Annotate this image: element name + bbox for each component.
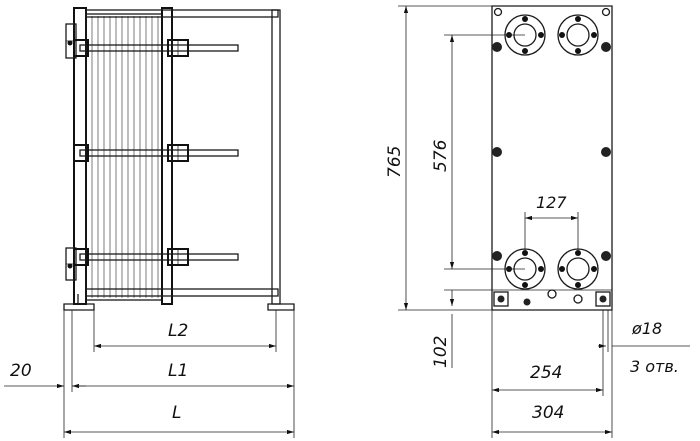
- hole-count-label: 3 отв.: [630, 357, 679, 376]
- dim-l: L: [64, 403, 294, 435]
- dim-20: 20: [4, 361, 86, 389]
- dim-20-label: 20: [10, 361, 32, 381]
- tie-bolt-mid-right: [601, 147, 611, 157]
- plate-pack: [85, 13, 163, 301]
- tie-bolt-top-right: [601, 42, 611, 52]
- tie-bolt-bottom-right: [601, 251, 611, 261]
- tie-bolt-top-left: [492, 42, 502, 52]
- port-flange-top-right: [557, 14, 599, 56]
- dim-l2: L2: [94, 321, 276, 349]
- top-carrying-bar: [85, 9, 279, 18]
- base-foot-right: [267, 303, 295, 311]
- dim-127-label: 127: [536, 193, 567, 212]
- dim-102: 102: [431, 289, 492, 368]
- dim-765-label: 765: [385, 146, 405, 178]
- tie-bolt-bottom-left: [492, 251, 502, 261]
- support-column: [271, 9, 281, 305]
- dim-254-label: 254: [530, 363, 562, 383]
- dim-l1-label: L1: [168, 361, 188, 381]
- dim-304: 304: [492, 403, 612, 435]
- dim-576: 576: [431, 35, 455, 269]
- dim-254: 254: [492, 363, 603, 393]
- dim-l2-label: L2: [168, 321, 188, 341]
- foot-mounting-holes: [493, 289, 611, 307]
- tie-bolt-mid-left: [492, 147, 502, 157]
- side-view: L2 L1 20 L: [4, 7, 295, 438]
- dim-127: 127: [525, 193, 578, 221]
- hole-callout: ø18 3 отв.: [598, 319, 690, 376]
- tie-rod-top: [73, 39, 239, 57]
- front-view: 765 576 127 102 254 304: [385, 5, 690, 438]
- dim-765: 765: [385, 5, 409, 310]
- dim-102-label: 102: [431, 336, 451, 368]
- frame-plate-outline: [491, 5, 613, 311]
- tie-rod-middle: [73, 144, 239, 162]
- tie-rod-bottom: [73, 248, 239, 266]
- port-flange-bottom-right: [557, 248, 599, 290]
- bottom-guide-bar: [85, 288, 279, 297]
- dim-l-label: L: [172, 403, 181, 423]
- dim-l1: L1: [72, 361, 294, 389]
- hole-diameter-label: ø18: [631, 319, 662, 338]
- dim-304-label: 304: [532, 403, 564, 423]
- dim-576-label: 576: [431, 139, 451, 172]
